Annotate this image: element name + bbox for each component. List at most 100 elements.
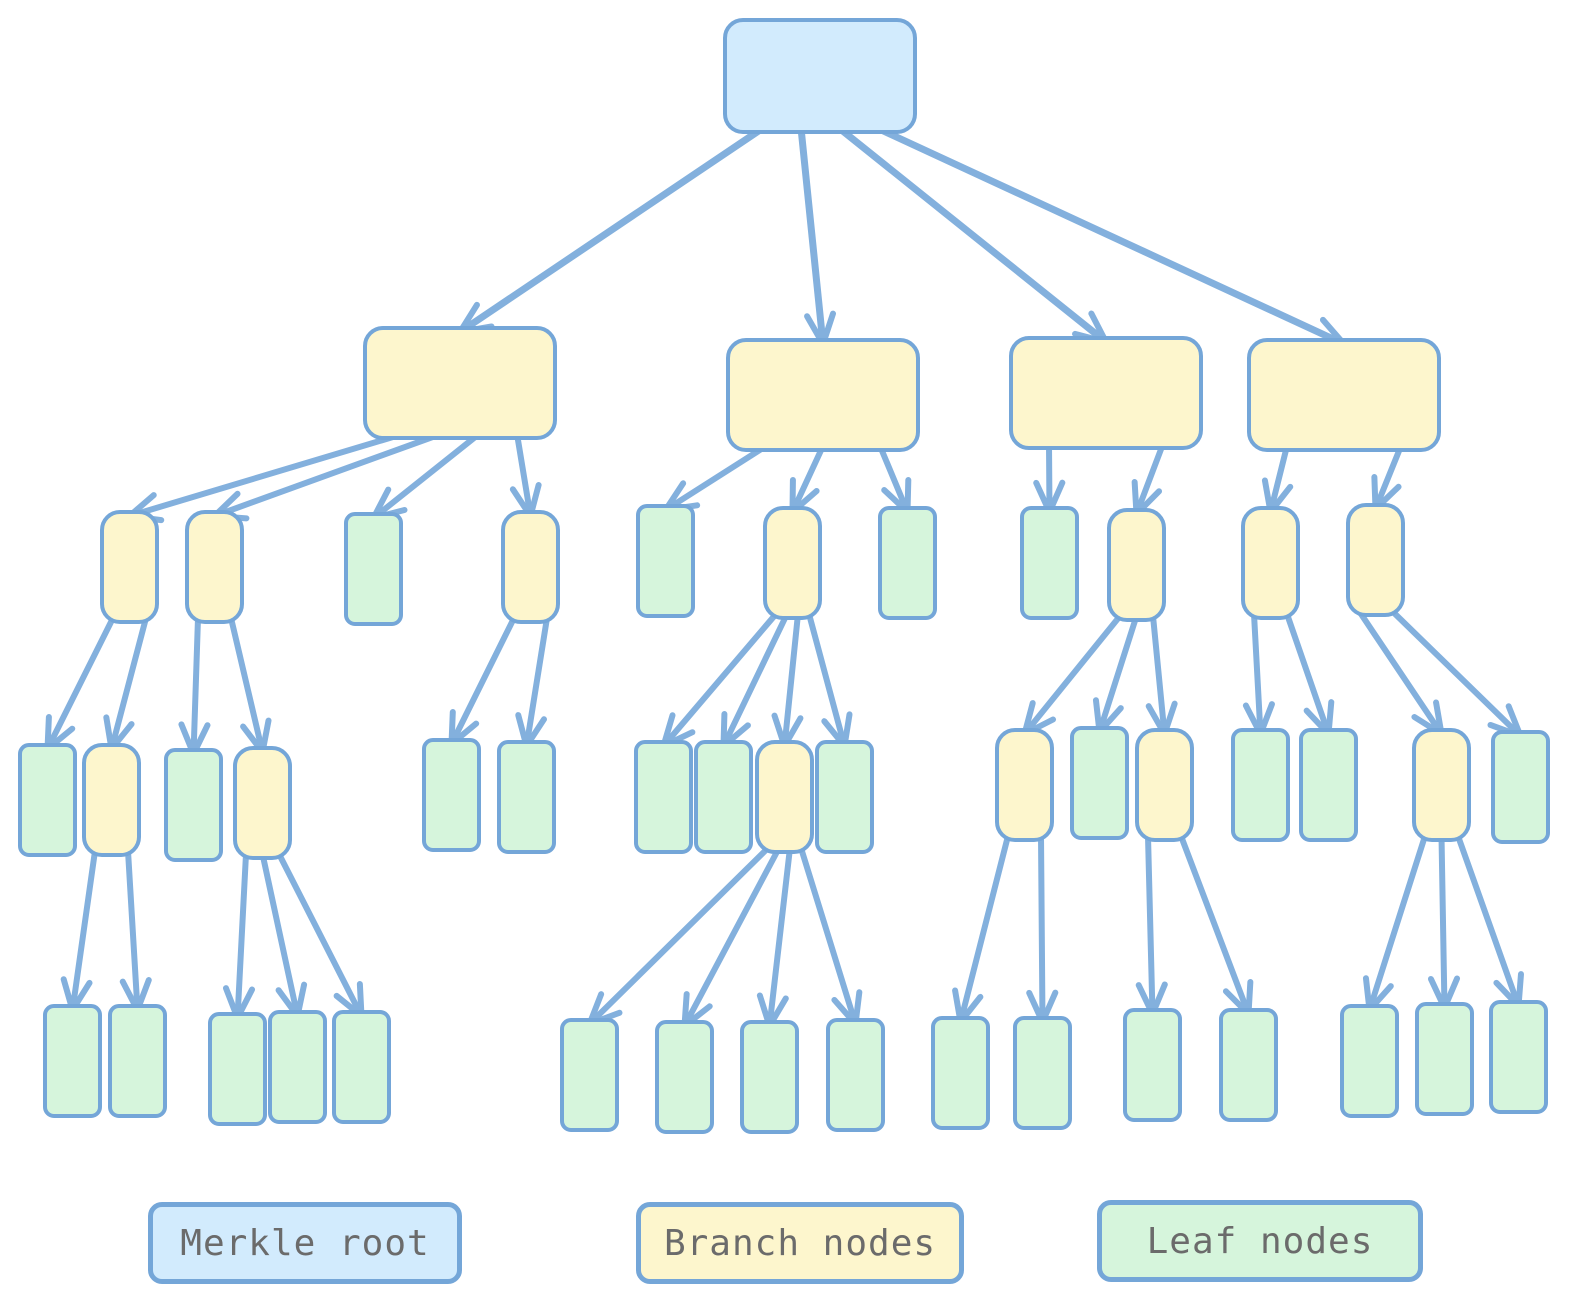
edge-line (190, 615, 201, 757)
edge-line (125, 848, 141, 1013)
legend-leaf-nodes: Leaf nodes (1097, 1200, 1423, 1282)
edge-arrow (228, 615, 272, 755)
leaf-node (422, 738, 481, 852)
edge-arrow (1092, 613, 1140, 735)
leaf-node (1340, 1004, 1399, 1118)
edge-line (873, 124, 1348, 348)
legend-branch-nodes: Branch nodes (636, 1202, 964, 1284)
edge-line (276, 851, 365, 1019)
leaf-node (208, 1012, 267, 1126)
edge-line (1284, 611, 1332, 737)
edge-line (1038, 833, 1046, 1025)
edge-line (957, 833, 1011, 1025)
edges-layer (44, 124, 1524, 1029)
edge-line (806, 611, 848, 749)
edge-line (789, 443, 826, 515)
branch-node (1412, 728, 1471, 842)
branch-node (185, 510, 244, 624)
edge-arrow (515, 615, 550, 749)
leaf-node (1231, 728, 1290, 842)
edge-arrow (126, 431, 406, 524)
leaf-node (344, 512, 403, 626)
edge-line (781, 611, 801, 749)
edge-line (456, 124, 767, 336)
edge-arrow (798, 845, 863, 1027)
edge-line (1251, 611, 1264, 737)
leaf-node (164, 748, 223, 862)
leaf-node (1013, 1016, 1072, 1130)
edge-line (681, 845, 782, 1029)
leaf-node (108, 1004, 167, 1118)
branch-node (755, 740, 814, 854)
edge-line (1372, 443, 1404, 512)
edge-line (798, 845, 859, 1027)
edge-arrow (1178, 833, 1254, 1017)
edge-arrow (806, 611, 853, 749)
edge-line (586, 845, 771, 1027)
branch-node (363, 326, 557, 440)
edge-line (766, 845, 793, 1029)
leaf-node (1299, 728, 1358, 842)
edge-line (797, 124, 827, 348)
edge-arrow (662, 443, 769, 513)
edge-line (1096, 613, 1140, 735)
branch-node (1135, 728, 1194, 842)
leaf-node (1123, 1008, 1182, 1122)
edge-line (1389, 608, 1524, 739)
edge-line (514, 431, 534, 519)
edge-arrow (789, 443, 826, 515)
edge-arrow (211, 431, 444, 522)
edge-line (69, 848, 98, 1013)
leaf-node (1070, 726, 1129, 840)
edge-line (523, 615, 550, 749)
legend-merkle-root-label: Merkle root (180, 1222, 430, 1264)
leaf-node (332, 1010, 391, 1124)
leaf-node (268, 1010, 327, 1124)
edge-arrow (222, 851, 256, 1021)
leaf-node (1489, 1000, 1548, 1114)
edge-line (1455, 833, 1522, 1009)
edge-arrow (370, 431, 482, 521)
edge-arrow (60, 848, 98, 1013)
leaf-node (43, 1004, 102, 1118)
branch-node (1346, 503, 1405, 617)
edge-arrow (681, 845, 782, 1029)
legend-merkle-root: Merkle root (148, 1202, 462, 1284)
leaf-node (655, 1020, 714, 1134)
edge-arrow (1135, 833, 1168, 1017)
edge-line (1150, 613, 1168, 737)
branch-node (1247, 338, 1441, 452)
branch-node (501, 510, 560, 624)
branch-node (1241, 506, 1300, 620)
edge-arrow (1455, 833, 1524, 1009)
edge-line (662, 443, 769, 513)
edge-arrow (877, 443, 912, 515)
edge-line (448, 615, 517, 747)
edge-arrow (1026, 833, 1059, 1025)
leaf-node (634, 740, 693, 854)
edge-line (1366, 833, 1428, 1013)
edge-line (1438, 833, 1448, 1011)
edge-arrow (952, 833, 1011, 1025)
edge-arrow (119, 848, 152, 1013)
edge-line (1267, 443, 1290, 515)
edge-arrow (1284, 611, 1335, 737)
edge-arrow (178, 615, 211, 757)
leaf-node (1020, 506, 1079, 620)
edge-arrow (1389, 608, 1524, 739)
leaf-node (878, 506, 937, 620)
leaf-node (694, 740, 753, 854)
edge-arrow (259, 851, 308, 1019)
edge-arrow (1145, 613, 1178, 737)
edge-arrow (586, 845, 771, 1027)
nodes-layer (18, 18, 1550, 1134)
leaf-node (1219, 1008, 1278, 1122)
edge-arrow (873, 124, 1348, 348)
edge-arrow (448, 615, 517, 747)
edge-arrow (1356, 608, 1445, 737)
leaf-node (636, 504, 695, 618)
edge-line (1133, 441, 1166, 517)
edge-line (108, 615, 149, 752)
